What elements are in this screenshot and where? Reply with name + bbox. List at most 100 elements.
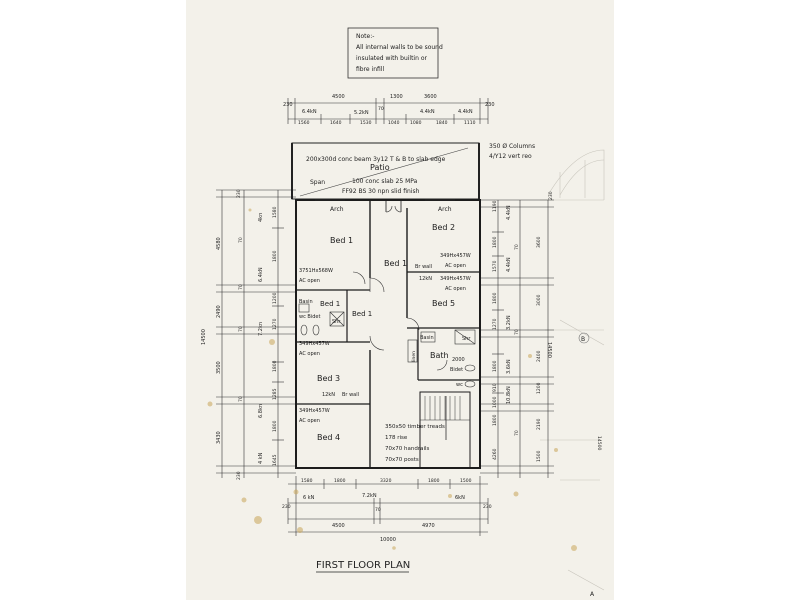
bed1-label: Bed 1 <box>330 236 353 245</box>
dim-top-s7: 1110 <box>464 120 476 126</box>
load-right-2: 4.4kN <box>506 257 512 272</box>
dim-right-s9: 1800 <box>492 414 498 426</box>
dim-left-s7: 1800 <box>272 420 278 432</box>
wc-right-fixture <box>464 380 476 388</box>
section-b-marker <box>578 332 590 344</box>
dim-left-s8: 1645 <box>272 454 278 466</box>
background-elevation-sketch <box>540 149 605 591</box>
dim-top-overall-b: 1300 <box>390 94 403 100</box>
left-dimension-text: 14500 4580 2490 3500 3430 70 70 70 70 4k… <box>201 189 278 480</box>
window-notes: 3751Hx568W AC open 349Hx457W AC open 349… <box>299 253 471 424</box>
window-bed5-size: 349Hx457W <box>440 276 471 282</box>
dim-bottom-overall-a: 4500 <box>332 523 345 529</box>
dim-top-s6: 1840 <box>436 120 448 126</box>
window-bed1-type: AC open <box>299 278 320 284</box>
bidet-left-fixture <box>312 324 320 336</box>
plan-title: FIRST FLOOR PLAN <box>316 560 410 573</box>
basin-right-label: Basin <box>420 335 434 341</box>
patio-slab-note: 100 conc slab 25 MPa <box>352 178 418 185</box>
walls <box>295 199 481 469</box>
section-a-label: A <box>590 591 595 598</box>
stair-note-4: 70x70 posts <box>385 457 419 463</box>
dim-bottom-overall-b: 4970 <box>422 523 435 529</box>
top-dimension-lines <box>287 98 489 124</box>
patio: 200x300d conc beam 3y12 T & B to slab ed… <box>291 142 480 200</box>
dim-bottom-end-left: 230 <box>282 504 291 510</box>
load-top-c: 4.4kN <box>420 109 435 115</box>
columns-note-1: 350 Ø Columns <box>489 143 535 150</box>
dim-top-mid: 70 <box>378 106 384 112</box>
dim-left-m3: 70 <box>238 326 244 332</box>
window-bed2-type: AC open <box>445 263 466 269</box>
load-right-3: 3.2kN <box>506 315 512 330</box>
bottom-dimension-text: 1580 1800 3320 1800 1500 6 kN 7.2kN 6kN … <box>282 478 492 543</box>
dim-right-d: 1200 <box>536 382 542 394</box>
section-b-label: B <box>581 336 585 343</box>
dim-left-e-top: 230 <box>236 189 242 198</box>
right-dimension-lines <box>480 199 554 478</box>
window-bed2-size: 349Hx457W <box>440 253 471 259</box>
dim-right-m3: 70 <box>514 430 520 436</box>
load-12kn-mid: 12kN <box>322 392 335 398</box>
load-left-4: 6.8kn <box>258 404 264 418</box>
shower-right-label: Shr <box>462 336 471 342</box>
dim-right-m1: 70 <box>514 244 520 250</box>
columns-note-2: 4/Y12 vert reo <box>489 153 532 160</box>
wc-left-fixture <box>300 324 308 336</box>
plan-title-text: FIRST FLOOR PLAN <box>316 560 410 571</box>
fixtures <box>298 303 476 388</box>
load-left-5: 4 kN <box>258 452 264 464</box>
bed2-label: Bed 2 <box>432 223 455 232</box>
note-box: Note:- All internal walls to be sound in… <box>347 27 443 79</box>
right-dimension-text: 14500 1190 1800 1570 1800 1270 1800 910 … <box>492 191 554 462</box>
load-top-a: 6.4kN <box>302 109 317 115</box>
dim-left-s6: 1285 <box>272 388 278 400</box>
window-bed1-size: 3751Hx568W <box>299 268 333 274</box>
dim-left-total: 14500 <box>201 329 207 345</box>
shower-left-label: Shr <box>332 319 341 325</box>
dim-right-f: 1500 <box>536 450 542 462</box>
dim-right-s7: 910 <box>492 383 498 392</box>
patio-beam-note: 200x300d conc beam 3y12 T & B to slab ed… <box>306 156 446 163</box>
dim-left-m1: 70 <box>238 237 244 243</box>
dim-bottom-s2: 1800 <box>334 478 346 484</box>
room-labels: Arch Arch Bed 1 Bed 1 Bed 1 Bed 1 Bed 2 … <box>299 206 471 442</box>
bed1-ensuite-label: Bed 1 <box>320 300 340 308</box>
basin-left-fixture <box>298 303 310 313</box>
wc-right-label: wc <box>456 382 463 388</box>
load-right-4: 3.6kN <box>506 359 512 374</box>
dim-top-overall-c: 3600 <box>424 94 437 100</box>
dim-right-s3: 1570 <box>492 260 498 272</box>
paper-sheet <box>186 0 614 600</box>
bed5-label: Bed 5 <box>432 299 455 308</box>
dim-right-s5: 1270 <box>492 318 498 330</box>
load-12kn-top: 12kN <box>419 276 432 282</box>
shower-right-fixture <box>454 329 476 345</box>
note-line-2: insulated with builtin or <box>356 55 427 62</box>
bath-label: Bath <box>430 351 449 360</box>
shower-left-fixture <box>329 311 345 327</box>
bidet-right-label: Bidet <box>450 367 463 373</box>
brick-wall-top-note: Br wall <box>415 264 432 270</box>
right-margin-dim: 14500 <box>596 436 602 450</box>
load-bottom-right: 6kN <box>455 495 465 501</box>
arch-right-label: Arch <box>438 206 452 213</box>
bed3-label: Bed 3 <box>317 374 340 383</box>
dim-left-b: 2490 <box>216 305 222 318</box>
dim-left-s5: 1800 <box>272 360 278 372</box>
stair-treads <box>420 396 470 440</box>
load-bottom-left: 6 kN <box>303 495 315 501</box>
note-heading: Note:- <box>356 33 374 40</box>
window-bed3-type: AC open <box>299 351 320 357</box>
patio-label: Patio <box>370 163 390 172</box>
doors <box>352 205 448 371</box>
dim-top-end-left: 230 <box>283 102 293 108</box>
dim-right-e-top: 230 <box>548 191 554 200</box>
dim-top-s3: 1530 <box>360 120 372 126</box>
dim-bottom-s5: 1500 <box>460 478 472 484</box>
linen-cupboard <box>407 339 418 363</box>
wc-bidet-label: wc Bidet <box>299 314 320 320</box>
dim-bottom-end-right: 230 <box>483 504 492 510</box>
bidet-right-fixture <box>464 364 476 372</box>
